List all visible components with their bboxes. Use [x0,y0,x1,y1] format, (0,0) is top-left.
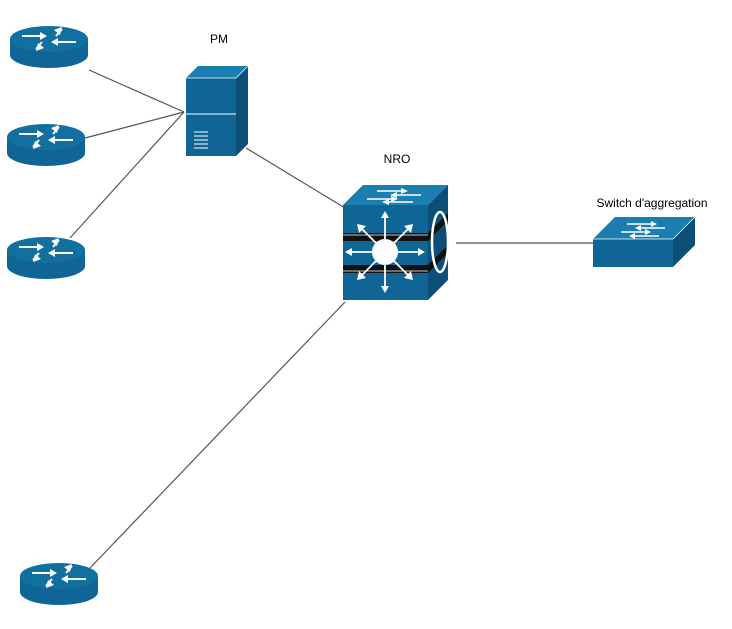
link-router-3-pm [69,111,185,239]
link-router-4-nro [89,301,346,569]
workgroup-switch-icon[interactable] [592,216,696,268]
multilayer-switch-icon[interactable] [341,183,450,302]
switch-label: Switch d'aggregation [596,196,707,210]
pm-label: PM [210,32,228,46]
link-router-2-pm [84,111,185,139]
router-icon[interactable] [9,25,89,69]
link-router-1-pm [88,69,185,113]
server-tower-icon[interactable] [185,65,249,157]
router-icon[interactable] [6,236,86,280]
router-icon[interactable] [6,123,86,167]
router-icon[interactable] [19,562,99,606]
link-pm-nro [245,147,346,209]
links [69,69,594,569]
nro-label: NRO [384,152,411,166]
